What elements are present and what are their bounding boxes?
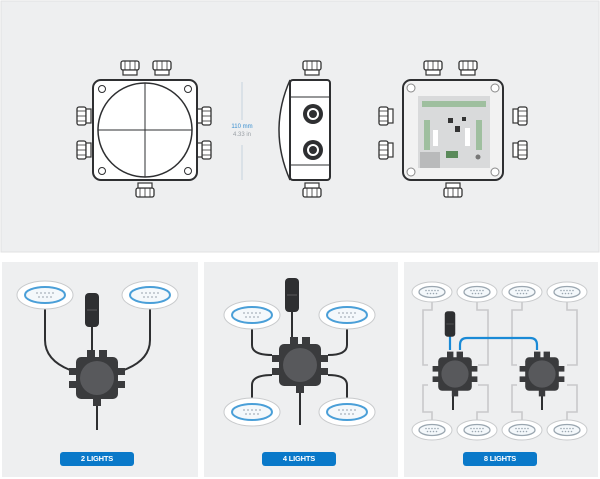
cable-gland bbox=[76, 106, 92, 126]
cable-gland bbox=[302, 60, 322, 76]
link-cable bbox=[448, 335, 539, 350]
side-view bbox=[278, 60, 331, 198]
dimension-metric: 110 mm bbox=[231, 124, 253, 130]
cable-gland bbox=[423, 60, 443, 76]
cable-gland bbox=[443, 182, 463, 198]
light bbox=[318, 397, 376, 427]
config-2-lights-button[interactable]: 2 LIGHTS bbox=[60, 452, 134, 466]
cable-gland bbox=[302, 182, 322, 198]
cable-gland bbox=[378, 106, 394, 126]
remote-switch-icon bbox=[444, 310, 456, 338]
light bbox=[456, 281, 498, 303]
terminal-strip bbox=[422, 101, 486, 107]
cables bbox=[452, 395, 543, 410]
light bbox=[546, 419, 588, 441]
remote-switch-icon bbox=[284, 277, 300, 313]
light bbox=[501, 419, 543, 441]
light bbox=[223, 300, 281, 330]
front-view bbox=[76, 60, 212, 198]
cables bbox=[44, 309, 151, 430]
light bbox=[411, 281, 453, 303]
cable-gland bbox=[196, 106, 212, 126]
light bbox=[411, 419, 453, 441]
cable-gland bbox=[378, 140, 394, 160]
cable-gland bbox=[458, 60, 478, 76]
light bbox=[546, 281, 588, 303]
light bbox=[318, 300, 376, 330]
cable-gland bbox=[512, 106, 528, 126]
light bbox=[121, 280, 179, 310]
open-view-pcb bbox=[378, 60, 528, 198]
cable-gland bbox=[512, 140, 528, 160]
config-8-lights-button[interactable]: 8 LIGHTS bbox=[463, 452, 537, 466]
cable-gland bbox=[152, 60, 172, 76]
light bbox=[223, 397, 281, 427]
light bbox=[501, 281, 543, 303]
cable-gland bbox=[135, 182, 155, 198]
cable-gland bbox=[196, 140, 212, 160]
remote-switch-icon bbox=[84, 292, 100, 328]
config-4-lights-button[interactable]: 4 LIGHTS bbox=[262, 452, 336, 466]
cables bbox=[422, 302, 578, 420]
dimension-imperial: 4.33 in bbox=[232, 132, 251, 138]
light bbox=[456, 419, 498, 441]
light bbox=[16, 280, 74, 310]
cable-gland bbox=[76, 140, 92, 160]
cable-gland bbox=[120, 60, 140, 76]
screw-icons bbox=[98, 85, 192, 175]
cables bbox=[251, 312, 348, 425]
